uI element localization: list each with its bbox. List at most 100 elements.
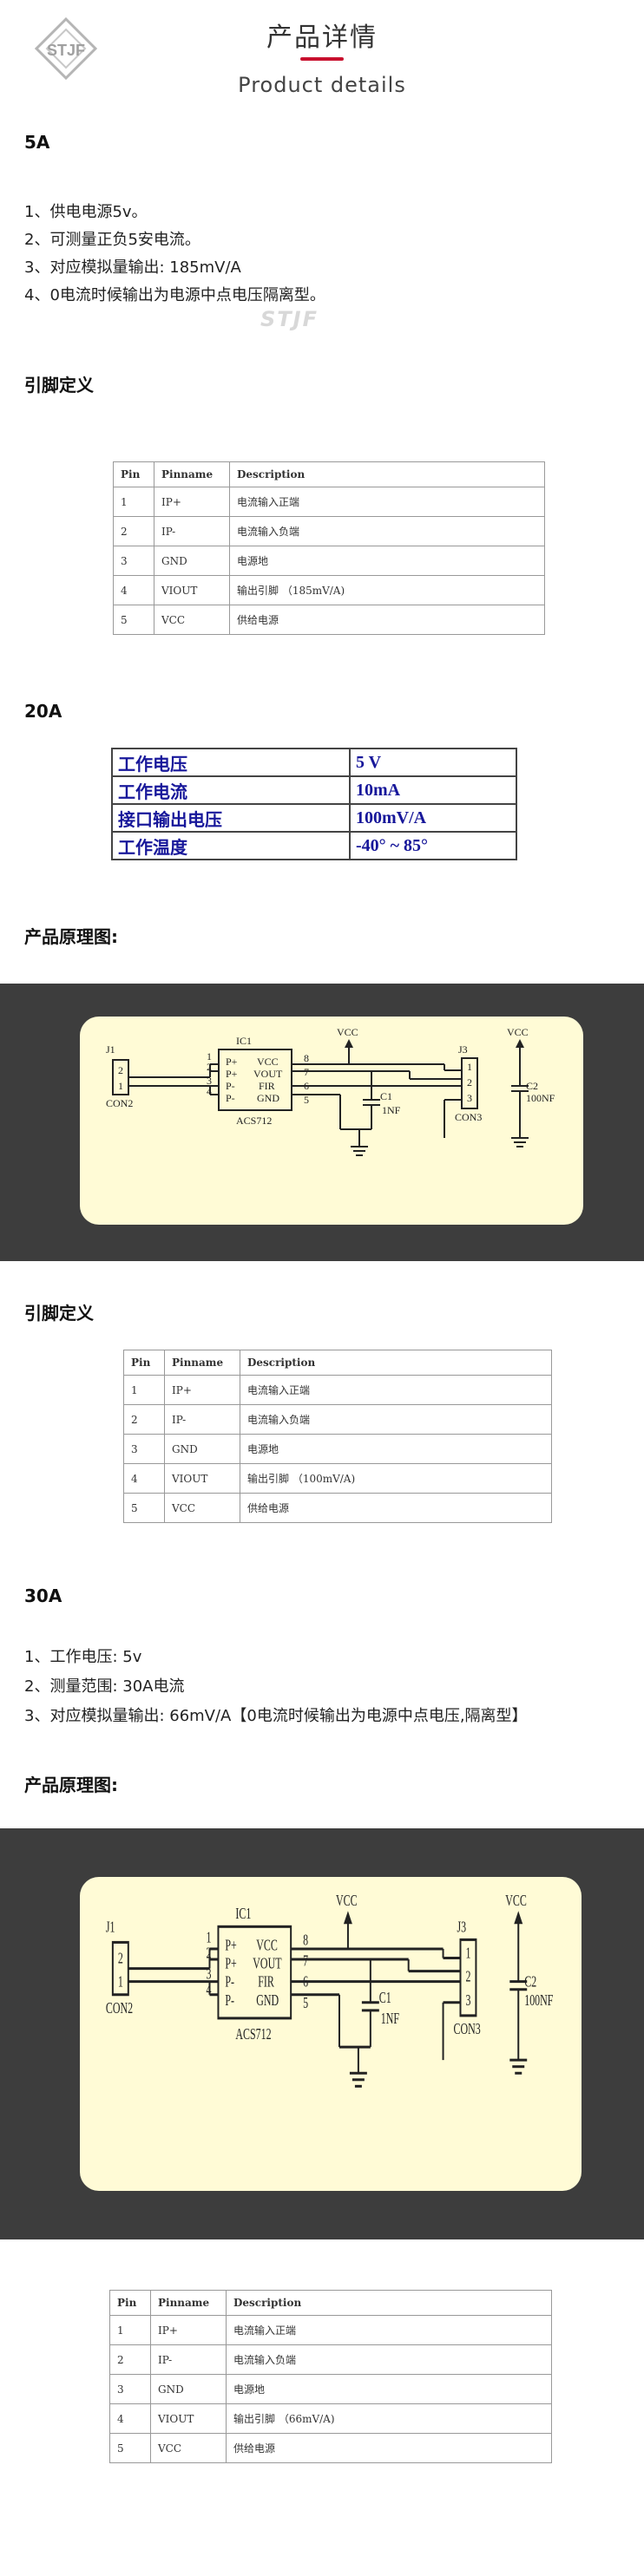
cell: 10mA bbox=[349, 775, 517, 805]
j1-pin-2: 2 bbox=[118, 1064, 123, 1076]
ic-pin-num-8: 8 bbox=[304, 1052, 309, 1064]
label-c2-value: 100NF bbox=[526, 1092, 555, 1104]
label-vcc: VCC bbox=[336, 1893, 358, 1910]
label-ic1: IC1 bbox=[235, 1906, 251, 1923]
cell: 工作温度 bbox=[111, 831, 351, 860]
col-pinname: Pinname bbox=[164, 1350, 240, 1376]
ic-pin-num-6: 6 bbox=[304, 1080, 309, 1092]
cell: IP- bbox=[150, 2344, 227, 2375]
ic-pin-gnd: GND bbox=[256, 1991, 279, 2009]
ic-pin-num-7: 7 bbox=[303, 1952, 308, 1970]
ic-pin-num-3: 3 bbox=[207, 1075, 212, 1087]
ic-pin-num-1: 1 bbox=[206, 1929, 211, 1946]
label-j1: J1 bbox=[106, 1043, 115, 1056]
cell: 电流输入正端 bbox=[240, 1375, 552, 1405]
ic-pin-p+: P+ bbox=[226, 1056, 238, 1068]
spec-line: 3、对应模拟量输出: 185mV/A bbox=[24, 258, 241, 277]
cell: 电流输入负端 bbox=[229, 516, 545, 546]
cell: 2 bbox=[113, 516, 154, 546]
cell: 供给电源 bbox=[240, 1493, 552, 1523]
cell: 5 V bbox=[349, 748, 517, 777]
ic-pin-num-5: 5 bbox=[304, 1094, 309, 1106]
ic-pin-num-1: 1 bbox=[207, 1050, 212, 1062]
schematic-panel: J1 2 1 CON2 IC1 1 2 3 4 P+ P+ P- P- VCC … bbox=[0, 1828, 644, 2239]
ic-pin-p+: P+ bbox=[225, 1955, 236, 1972]
col-description: Description bbox=[240, 1350, 552, 1376]
ic-pin-vcc: VCC bbox=[256, 1937, 278, 1954]
cell: VIOUT bbox=[154, 575, 230, 605]
j3-pin-3: 3 bbox=[465, 1991, 470, 2009]
cell: 4 bbox=[123, 1463, 165, 1494]
label-acs712: ACS712 bbox=[236, 1115, 272, 1127]
cell: 3 bbox=[123, 1434, 165, 1464]
heading-20a: 20A bbox=[24, 701, 62, 722]
spec-line: 1、工作电压: 5v bbox=[24, 1648, 142, 1666]
j3-pin-2: 2 bbox=[465, 1968, 470, 1985]
watermark: STJF bbox=[260, 307, 319, 331]
table-header-row: Pin Pinname Description bbox=[113, 461, 545, 487]
heading-schematic: 产品原理图: bbox=[24, 1775, 118, 1795]
cell: 5 bbox=[109, 2433, 151, 2463]
cell: GND bbox=[154, 546, 230, 576]
label-c2: C2 bbox=[524, 1973, 536, 1991]
cell: 输出引脚 （100mV/A) bbox=[240, 1463, 552, 1494]
label-con2: CON2 bbox=[106, 1097, 133, 1109]
cell: GND bbox=[164, 1434, 240, 1464]
cell: 电流输入负端 bbox=[226, 2344, 552, 2375]
schematic-panel: J1 2 1 CON2 IC1 1 2 3 4 P+ P+ P- P- VCC … bbox=[0, 984, 644, 1261]
ic-pin-num-4: 4 bbox=[207, 1085, 212, 1097]
cell: 4 bbox=[109, 2403, 151, 2434]
cell: 输出引脚 （185mV/A) bbox=[229, 575, 545, 605]
page-title: 产品详情 bbox=[266, 23, 378, 53]
schematic-diagram: J1 2 1 CON2 IC1 1 2 3 4 P+ P+ P- P- VCC … bbox=[106, 1893, 553, 2088]
cell: 输出引脚 （66mV/A) bbox=[226, 2403, 552, 2434]
table-header-row: Pin Pinname Description bbox=[109, 2290, 552, 2316]
ic-pin-gnd: GND bbox=[257, 1092, 279, 1104]
label-j3: J3 bbox=[458, 1043, 468, 1056]
cell: IP+ bbox=[150, 2315, 227, 2345]
table-header-row: Pin Pinname Description bbox=[123, 1350, 552, 1376]
cell: VCC bbox=[154, 605, 230, 635]
cell: VCC bbox=[164, 1493, 240, 1523]
col-pin: Pin bbox=[109, 2290, 151, 2316]
ic-pin-vout: VOUT bbox=[253, 1068, 283, 1080]
cell: 3 bbox=[113, 546, 154, 576]
label-c2-value: 100NF bbox=[524, 1991, 553, 2009]
cell: 电流输入正端 bbox=[226, 2315, 552, 2345]
svg-text:STJF: STJF bbox=[47, 42, 85, 59]
label-con3: CON3 bbox=[455, 1111, 482, 1123]
label-c2: C2 bbox=[526, 1080, 538, 1092]
cell: 1 bbox=[123, 1375, 165, 1405]
heading-pin-definition: 引脚定义 bbox=[24, 375, 94, 396]
cell: -40° ~ 85° bbox=[349, 831, 517, 860]
cell: VIOUT bbox=[164, 1463, 240, 1494]
cell: VCC bbox=[150, 2433, 227, 2463]
label-c1: C1 bbox=[380, 1090, 392, 1102]
title-underline bbox=[300, 57, 344, 61]
label-vcc: VCC bbox=[507, 1026, 529, 1038]
cell: 1 bbox=[109, 2315, 151, 2345]
cell: 工作电流 bbox=[111, 775, 351, 805]
ic-pin-p-: P- bbox=[226, 1092, 235, 1104]
heading-pin-definition: 引脚定义 bbox=[24, 1303, 94, 1324]
heading-30a: 30A bbox=[24, 1585, 62, 1606]
cell: IP+ bbox=[164, 1375, 240, 1405]
ic-pin-num-5: 5 bbox=[303, 1994, 308, 2011]
j3-pin-2: 2 bbox=[467, 1076, 472, 1089]
cell: 电流输入正端 bbox=[229, 487, 545, 517]
ic-pin-vcc: VCC bbox=[257, 1056, 279, 1068]
cell: 4 bbox=[113, 575, 154, 605]
col-description: Description bbox=[226, 2290, 552, 2316]
ic-pin-p+: P+ bbox=[225, 1937, 236, 1954]
